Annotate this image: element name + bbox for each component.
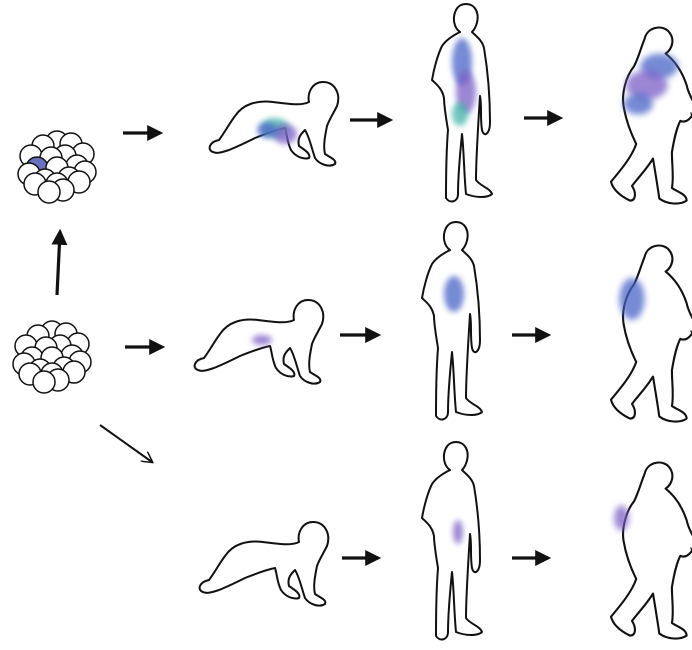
embryo-cell	[33, 371, 55, 393]
adult-outline	[422, 222, 482, 419]
clonal-patch	[273, 124, 297, 144]
baby-outline	[200, 522, 329, 606]
clonal-patch	[444, 276, 464, 312]
baby-crawling-figure	[195, 300, 324, 384]
embryo-top	[18, 131, 96, 203]
embryo-cell	[38, 181, 60, 203]
adult-standing-figure	[432, 4, 492, 201]
elder-with-cane-figure	[611, 246, 692, 422]
clonal-patch	[252, 335, 272, 345]
elder-outline	[611, 246, 692, 422]
adult-standing-figure	[422, 442, 482, 639]
row-3	[200, 442, 692, 639]
clonal-patch	[452, 102, 468, 126]
embryo-bottom	[13, 321, 91, 393]
elder-with-cane-figure	[611, 463, 692, 639]
arrow-embryo-to-baby-row3-diagonal	[100, 425, 152, 462]
adult-standing-figure	[422, 222, 482, 419]
clonal-patch	[619, 278, 644, 320]
clonal-patch	[614, 505, 629, 530]
row-2	[195, 222, 692, 422]
elder-with-cane-figure	[611, 28, 692, 204]
baby-crawling-figure	[200, 522, 329, 606]
clonal-patch	[257, 122, 277, 138]
adult-outline	[422, 442, 482, 639]
elder-outline	[611, 28, 692, 204]
elder-outline	[611, 463, 692, 639]
arrow-embryo-to-embryo-up	[57, 232, 60, 295]
row-1	[210, 4, 692, 204]
baby-crawling-figure	[210, 82, 339, 166]
clonal-patch	[624, 94, 653, 115]
clonal-patch	[453, 520, 463, 544]
